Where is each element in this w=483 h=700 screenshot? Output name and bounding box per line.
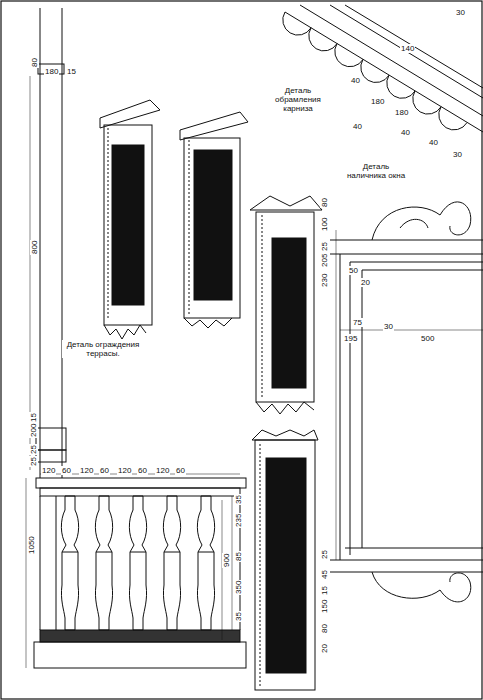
baluster [95,496,112,630]
baluster [129,496,146,630]
dimension-label: 120 [155,466,170,475]
cornice-scallop [309,28,337,51]
dimension-label: 120 [117,466,132,475]
dimension-label: 35 [234,611,243,622]
dimension-label: 25 [320,241,329,252]
detail-title: Деталь наличника окна [345,162,407,180]
baluster-ring [130,552,146,553]
baluster-ring [198,552,214,553]
dimension-label: 60 [99,466,110,475]
dimension-label: 60 [61,466,72,475]
baluster-ring [164,552,180,553]
dimension-label: 25 [29,456,38,467]
dimension-label: 180 [394,108,409,117]
dimension-label: 180 [44,67,59,76]
dimension-label: 75 [352,318,363,327]
cornice-scallop [413,91,441,114]
cornice-scallop [387,75,415,98]
cornice-scallop [439,107,467,130]
terrace-railing [26,474,246,668]
window-casing [100,100,160,339]
dimension-label: 35 [234,494,243,505]
terrace-post [30,8,66,478]
dimension-label: 195 [343,334,358,343]
dimension-label: 80 [320,197,329,208]
dimension-label: 200 [29,423,38,438]
window-casing-detail [330,202,483,602]
dimension-label: 120 [79,466,94,475]
dimension-label: 80 [320,623,329,634]
dimension-label: 25 [320,549,329,560]
dimension-label: 350 [234,580,243,595]
baluster [163,496,180,630]
baluster [61,496,78,630]
cornice-scallop [283,12,311,35]
dimension-label: 25 [29,444,38,455]
dimension-label: 500 [420,334,435,343]
dimension-label: 15 [320,585,329,596]
baluster [197,496,214,630]
detail-title: Деталь обрамления карниза [262,86,334,113]
detail-title: Деталь ограждения террасы. [62,340,144,358]
dimension-label: 40 [352,122,363,131]
dimension-label: 40 [428,138,439,147]
dimension-label: 50 [348,266,359,275]
dimension-label: 230 [320,273,329,288]
dimension-label: 180 [370,97,385,106]
dimension-label: 20 [360,278,371,287]
dimension-label: 30 [383,322,394,331]
window-casing [250,196,322,414]
dimension-label: 140 [400,44,415,53]
dimension-label: 45 [320,569,329,580]
window-casing [252,430,318,690]
cornice-scallop [361,59,389,82]
dimension-label: 150 [320,599,329,614]
dimension-label: 15 [66,67,77,76]
cornice-scallop [335,44,363,67]
dimension-label: 205 [320,253,329,268]
window-casing [180,112,248,328]
dimension-label: 100 [320,217,329,232]
dimension-label: 120 [41,466,56,475]
dimension-label: 235 [234,513,243,528]
dimension-label: 80 [30,57,39,68]
dimension-label: 1050 [27,535,36,555]
dimension-label: 85 [234,551,243,562]
dimension-label: 60 [137,466,148,475]
dimension-label: 800 [30,240,39,255]
baluster-ring [62,552,78,553]
dimension-label: 30 [455,8,466,17]
dimension-label: 40 [400,128,411,137]
dimension-label: 30 [452,150,463,159]
dimension-label: 60 [175,466,186,475]
dimension-label: 900 [222,553,231,568]
dimension-label: 20 [320,643,329,654]
dimension-label: 15 [29,412,38,423]
dimension-label: 40 [350,76,361,85]
baluster-ring [96,552,112,553]
